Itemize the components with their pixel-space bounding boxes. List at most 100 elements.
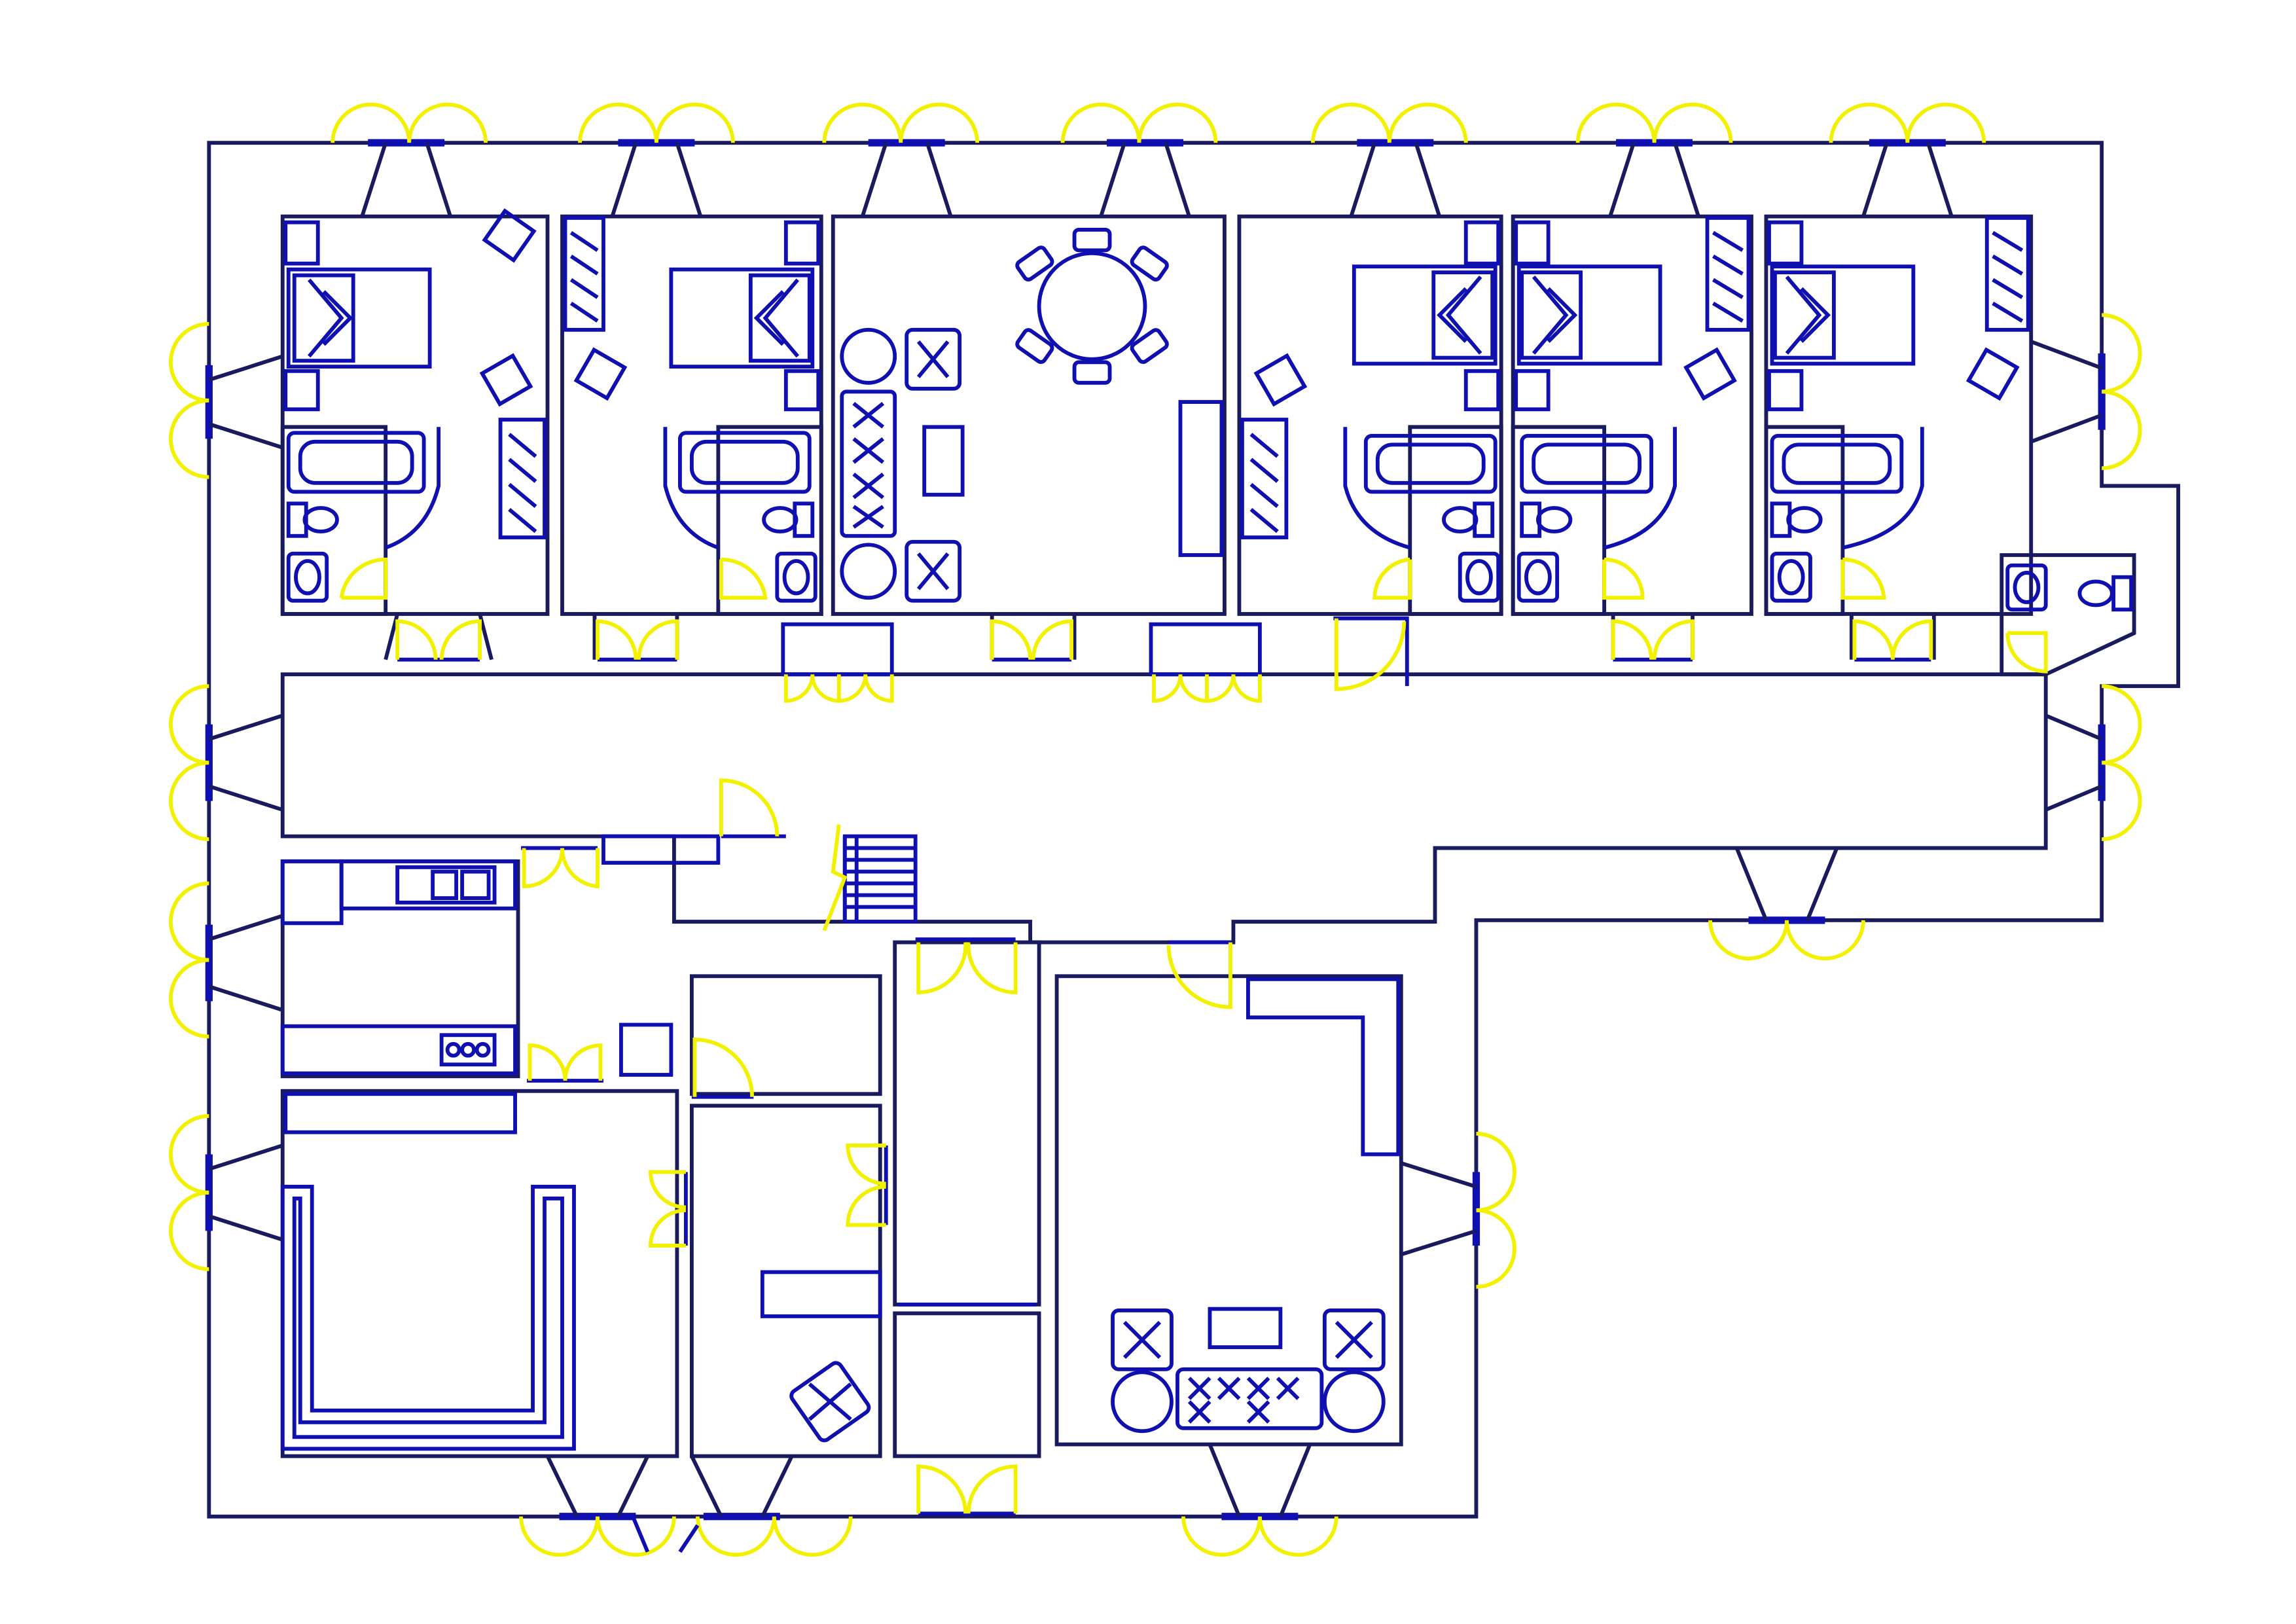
door-swing-icon [521,846,600,889]
washbasin-icon [1770,551,1812,603]
door-swing-icon [1849,613,1936,662]
armchair-icon [1253,353,1308,407]
bathtub-icon [1770,433,1904,494]
kitchen-counter-icon [280,1024,517,1075]
corridor-outline [280,672,2048,945]
worktop-icon [280,859,344,926]
fixture-layer [280,208,2134,1451]
door-swing-icon [1611,613,1695,662]
large-storeroom [280,1089,679,1458]
door-swing-icon [691,1038,755,1099]
building-outline [207,141,2181,1519]
bathroom-4 [1511,425,1607,616]
coffee-table-icon [922,425,965,497]
armchair-icon [573,347,628,401]
side-table-icon [840,543,897,600]
window-icon [2045,684,2142,842]
bathroom-1-curved-wall [385,427,441,550]
washbasin-icon [1458,551,1501,603]
door-swing-icon [1166,940,1232,1009]
bed-icon [1352,220,1501,412]
wardrobe-icon [1240,418,1289,539]
window-icon [1060,102,1218,217]
window-layer [169,102,2142,1557]
armchair-icon [482,208,537,263]
bathroom-5 [1764,425,1845,616]
window-icon [578,102,735,217]
door-swing-icon [631,1515,700,1553]
armchair-icon [905,327,962,391]
window-icon [1310,102,1468,217]
side-table-icon [840,327,897,385]
bathroom-4-curved-wall [1604,427,1677,550]
bathroom-3-curved-wall [1343,427,1411,550]
l-counter-icon [1246,977,1401,1157]
stair-break-line-icon [822,824,848,931]
armchair-icon [905,539,962,603]
window-icon [1829,102,1986,217]
door-swing-icon [719,557,768,600]
living-dining-room [831,214,1227,616]
wardrobe-icon [563,215,605,332]
door-swing-icon [1333,616,1409,691]
bathroom-1 [280,425,388,616]
desk-icon [760,1270,882,1318]
window-icon [331,102,488,217]
coffee-table-icon [1208,1307,1283,1350]
door-swing-icon [1151,672,1262,703]
door-swing-icon [990,613,1077,662]
toilet-icon [1770,501,1823,538]
toilet-icon [1442,501,1495,538]
washbasin-icon [2005,563,2048,612]
wardrobe-icon [498,418,547,539]
bedroom-1 [280,214,550,616]
door-swing-icon [339,557,388,600]
washbasin-icon [775,551,817,603]
window-icon [169,321,283,479]
corridor-cabinet-icon [781,622,894,677]
toilet-icon [2077,575,2134,612]
armchair-icon [1111,1308,1174,1371]
kitchen-hatch-icon [601,834,721,865]
armchair-icon [1683,347,1737,401]
bed-icon [1767,220,1916,412]
door-swing-icon [783,672,894,703]
armchair-icon [789,1361,871,1443]
wc-annex [2000,553,2136,677]
bed-icon [283,220,432,412]
door-swing-icon [846,1144,888,1227]
bathtub-icon [1363,433,1498,494]
armchair-icon [1965,347,2020,401]
bedroom-5 [1764,214,2034,616]
hall-room [689,974,882,1096]
washbasin-icon [1516,551,1560,603]
kitchen-sink-icon [395,865,497,905]
bathroom-3 [1408,425,1503,616]
bedroom-2 [560,214,823,616]
window-icon [1708,847,1865,961]
bedroom-4 [1511,214,1753,616]
bathroom-2 [716,425,823,616]
door-swing-icon [527,1043,603,1083]
window-icon [169,1114,283,1271]
window-icon [1181,1443,1338,1557]
vestibule [893,1311,1041,1458]
cabinet-icon [619,1022,673,1077]
door-swing-icon [1602,557,1645,600]
window-icon [169,881,283,1039]
washbasin-icon [286,551,329,603]
bedroom-3 [1237,214,1503,616]
sideboard-icon [1178,400,1224,557]
bathtub-icon [286,431,426,494]
bathtub-icon [677,431,812,494]
door-swing-icon [2005,631,2048,674]
wardrobe-icon [1705,215,1751,332]
door-swing-icon [719,778,786,839]
window-icon [169,684,283,842]
stair-icon [842,834,918,924]
window-icon [519,1455,676,1557]
bathroom-5-curved-wall [1842,427,1924,550]
bathroom-2-curved-wall [663,427,719,550]
window-icon [690,1455,853,1557]
toilet-icon [286,501,339,538]
